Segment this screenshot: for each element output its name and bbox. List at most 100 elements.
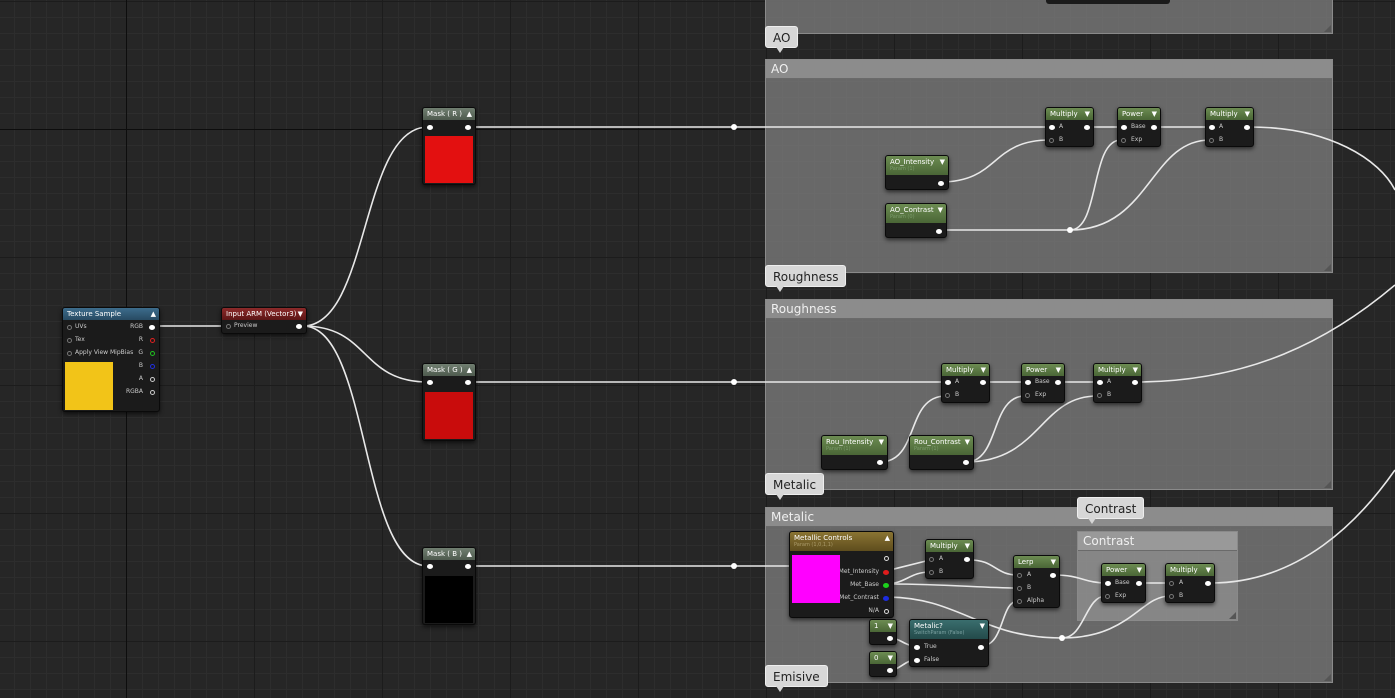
a-pin-icon[interactable] [1017, 573, 1022, 578]
collapse-caret-icon[interactable]: ▼ [878, 438, 884, 446]
collapse-caret-icon[interactable]: ▼ [887, 654, 893, 662]
collapse-caret-icon[interactable]: ▼ [1055, 366, 1061, 374]
output-pin-icon[interactable] [1050, 573, 1056, 578]
b-pin-icon[interactable] [1097, 393, 1102, 398]
rgb-pin-icon[interactable] [149, 325, 155, 330]
collapse-caret-icon[interactable]: ▼ [1050, 558, 1056, 566]
b-pin-icon[interactable] [150, 364, 155, 369]
collapse-caret-icon[interactable]: ▼ [1136, 566, 1142, 574]
comment-resize-handle[interactable] [1324, 481, 1331, 488]
input-arm-node[interactable]: Input ARM (Vector3)▼ Preview [221, 307, 307, 334]
rou-multiply-node[interactable]: Multiply▼ A B [941, 363, 990, 403]
ao-contrast-param-node[interactable]: AO_Contrast▼ Param (0) [885, 203, 947, 238]
output-pin-icon[interactable] [936, 229, 942, 234]
metalic-comment-bubble[interactable]: Metalic [765, 473, 825, 500]
output-pin-icon[interactable] [1084, 125, 1090, 130]
emisive-comment-bubble[interactable]: Emisive [765, 665, 828, 692]
partial-node[interactable] [1046, 0, 1170, 4]
base-pin-icon[interactable] [1025, 380, 1031, 385]
false-pin-icon[interactable] [914, 658, 920, 663]
output-pin-icon[interactable] [1244, 125, 1250, 130]
collapse-caret-icon[interactable]: ▼ [297, 310, 303, 318]
g-pin-icon[interactable] [883, 583, 889, 588]
rou-multiply-2-node[interactable]: Multiply▼ A B [1093, 363, 1142, 403]
ao-comment-title[interactable]: AO [766, 60, 1332, 79]
base-pin-icon[interactable] [1121, 125, 1127, 130]
a-pin-icon[interactable] [929, 557, 934, 562]
collapse-caret-icon[interactable]: ▼ [939, 158, 945, 166]
output-pin-icon[interactable] [465, 380, 471, 385]
output-pin-icon[interactable] [887, 668, 893, 673]
output-pin-icon[interactable] [1151, 125, 1157, 130]
output-pin-icon[interactable] [963, 460, 969, 465]
constant-0-node[interactable]: 0▼ [869, 651, 897, 677]
tex-pin-icon[interactable] [67, 338, 72, 343]
ao-comment-bubble[interactable]: AO [765, 26, 799, 53]
collapse-caret-icon[interactable]: ▼ [980, 366, 986, 374]
collapse-caret-icon[interactable]: ▼ [1151, 110, 1157, 118]
ao-multiply-2-node[interactable]: Multiply▼ A B [1205, 107, 1254, 147]
collapse-caret-icon[interactable]: ▼ [964, 438, 970, 446]
base-pin-icon[interactable] [1105, 581, 1111, 586]
collapse-caret-icon[interactable]: ▲ [150, 310, 156, 318]
met-multiply-node[interactable]: Multiply▼ A B [925, 539, 974, 579]
a-pin-icon[interactable] [1169, 581, 1174, 586]
mask-b-node[interactable]: Mask ( B )▲ [422, 547, 476, 625]
ao-intensity-param-node[interactable]: AO_Intensity▼ Param (1) [885, 155, 949, 190]
output-pin-icon[interactable] [465, 125, 471, 130]
a-pin-icon[interactable] [884, 609, 889, 614]
exp-pin-icon[interactable] [1121, 138, 1126, 143]
collapse-caret-icon[interactable]: ▼ [1205, 566, 1211, 574]
collapse-caret-icon[interactable]: ▼ [1132, 366, 1138, 374]
uvs-pin-icon[interactable] [67, 325, 72, 330]
output-pin-icon[interactable] [884, 556, 889, 561]
alpha-pin-icon[interactable] [1017, 599, 1022, 604]
collapse-caret-icon[interactable]: ▼ [979, 622, 985, 630]
met-multiply-2-node[interactable]: Multiply▼ A B [1165, 563, 1215, 603]
constant-1-node[interactable]: 1▼ [869, 619, 897, 645]
a-pin-icon[interactable] [1049, 125, 1055, 130]
r-pin-icon[interactable] [883, 570, 889, 575]
mipbias-pin-icon[interactable] [67, 351, 72, 356]
output-pin-icon[interactable] [1132, 380, 1138, 385]
metallic-controls-param-node[interactable]: Metallic Controls▲ Param (1,0,1,1) Met_I… [789, 531, 894, 618]
rgba-pin-icon[interactable] [150, 390, 155, 395]
roughness-comment-bubble[interactable]: Roughness [765, 265, 847, 292]
preview-pin-icon[interactable] [226, 324, 231, 329]
a-pin-icon[interactable] [1097, 380, 1103, 385]
exp-pin-icon[interactable] [1105, 594, 1110, 599]
output-pin-icon[interactable] [980, 380, 986, 385]
b-pin-icon[interactable] [945, 393, 950, 398]
output-pin-icon[interactable] [465, 564, 471, 569]
collapse-caret-icon[interactable]: ▲ [466, 110, 472, 118]
output-pin-icon[interactable] [1055, 380, 1061, 385]
mask-r-node[interactable]: Mask ( R )▲ [422, 107, 476, 185]
ao-comment-box[interactable]: AO [765, 59, 1333, 273]
output-pin-icon[interactable] [877, 460, 883, 465]
input-pin-icon[interactable] [427, 564, 433, 569]
contrast-comment-title[interactable]: Contrast [1078, 532, 1237, 551]
output-pin-icon[interactable] [296, 324, 302, 329]
collapse-caret-icon[interactable]: ▲ [466, 366, 472, 374]
collapse-caret-icon[interactable]: ▲ [884, 534, 890, 542]
collapse-caret-icon[interactable]: ▼ [1084, 110, 1090, 118]
collapse-caret-icon[interactable]: ▼ [964, 542, 970, 550]
comment-box-top[interactable] [765, 0, 1333, 34]
comment-resize-handle[interactable] [1324, 264, 1331, 271]
exp-pin-icon[interactable] [1025, 393, 1030, 398]
b-pin-icon[interactable] [1169, 594, 1174, 599]
met-lerp-node[interactable]: Lerp▼ A B Alpha [1013, 555, 1060, 608]
collapse-caret-icon[interactable]: ▼ [887, 622, 893, 630]
rou-contrast-param-node[interactable]: Rou_Contrast▼ Param (1) [909, 435, 974, 470]
a-pin-icon[interactable] [1209, 125, 1215, 130]
g-pin-icon[interactable] [150, 351, 155, 356]
mask-g-node[interactable]: Mask ( G )▲ [422, 363, 476, 441]
metalic-comment-title[interactable]: Metalic [766, 508, 1332, 527]
output-pin-icon[interactable] [978, 645, 984, 650]
ao-power-node[interactable]: Power▼ Base Exp [1117, 107, 1161, 147]
output-pin-icon[interactable] [1136, 581, 1142, 586]
collapse-caret-icon[interactable]: ▲ [466, 550, 472, 558]
texture-sample-node[interactable]: Texture Sample▲ UVs Tex Apply View MipBi… [62, 307, 160, 412]
b-pin-icon[interactable] [1049, 138, 1054, 143]
